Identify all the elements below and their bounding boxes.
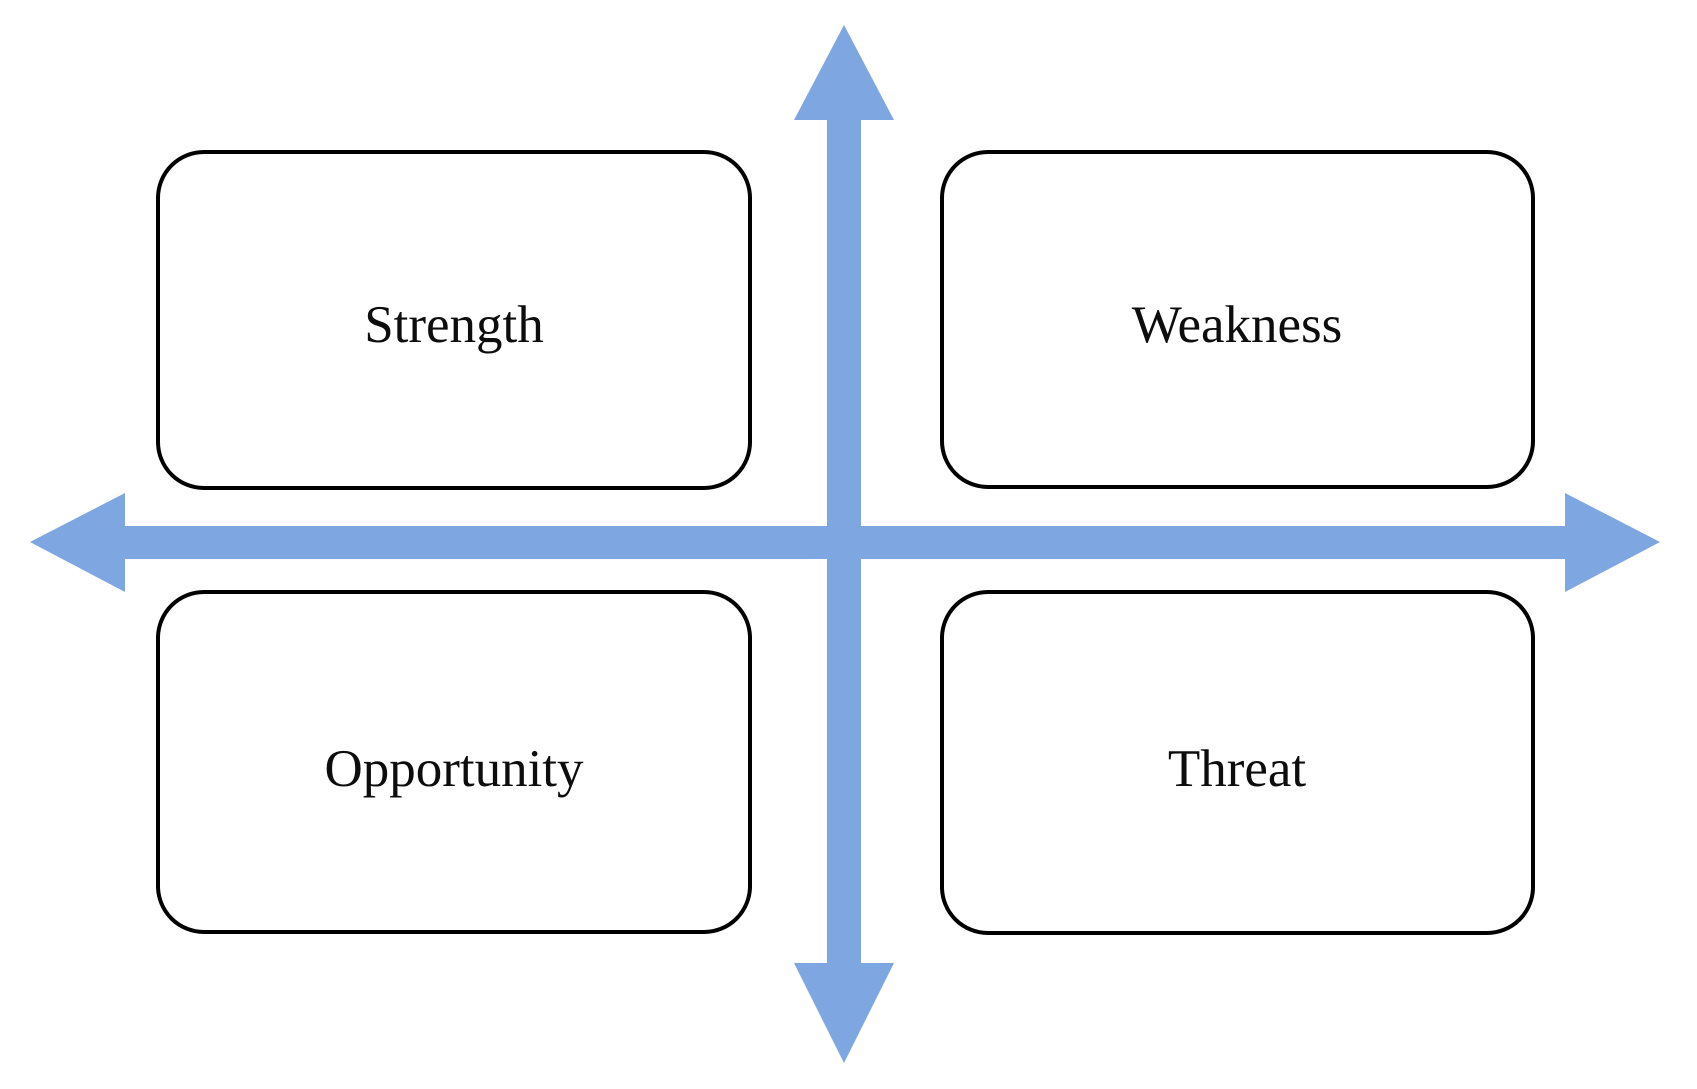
quadrant-label-strength: Strength: [364, 296, 544, 354]
quadrant-box-weakness: [940, 150, 1535, 489]
quadrant-box-threat: [940, 590, 1535, 935]
quadrant-box-strength: [156, 150, 752, 490]
quadrant-label-threat: Threat: [1168, 740, 1307, 798]
double-headed-arrow-horizontal-icon: [30, 493, 1660, 592]
quadrant-box-opportunity: [156, 590, 752, 934]
quadrant-label-opportunity: Opportunity: [324, 740, 584, 798]
quadrant-label-weakness: Weakness: [1132, 296, 1343, 354]
